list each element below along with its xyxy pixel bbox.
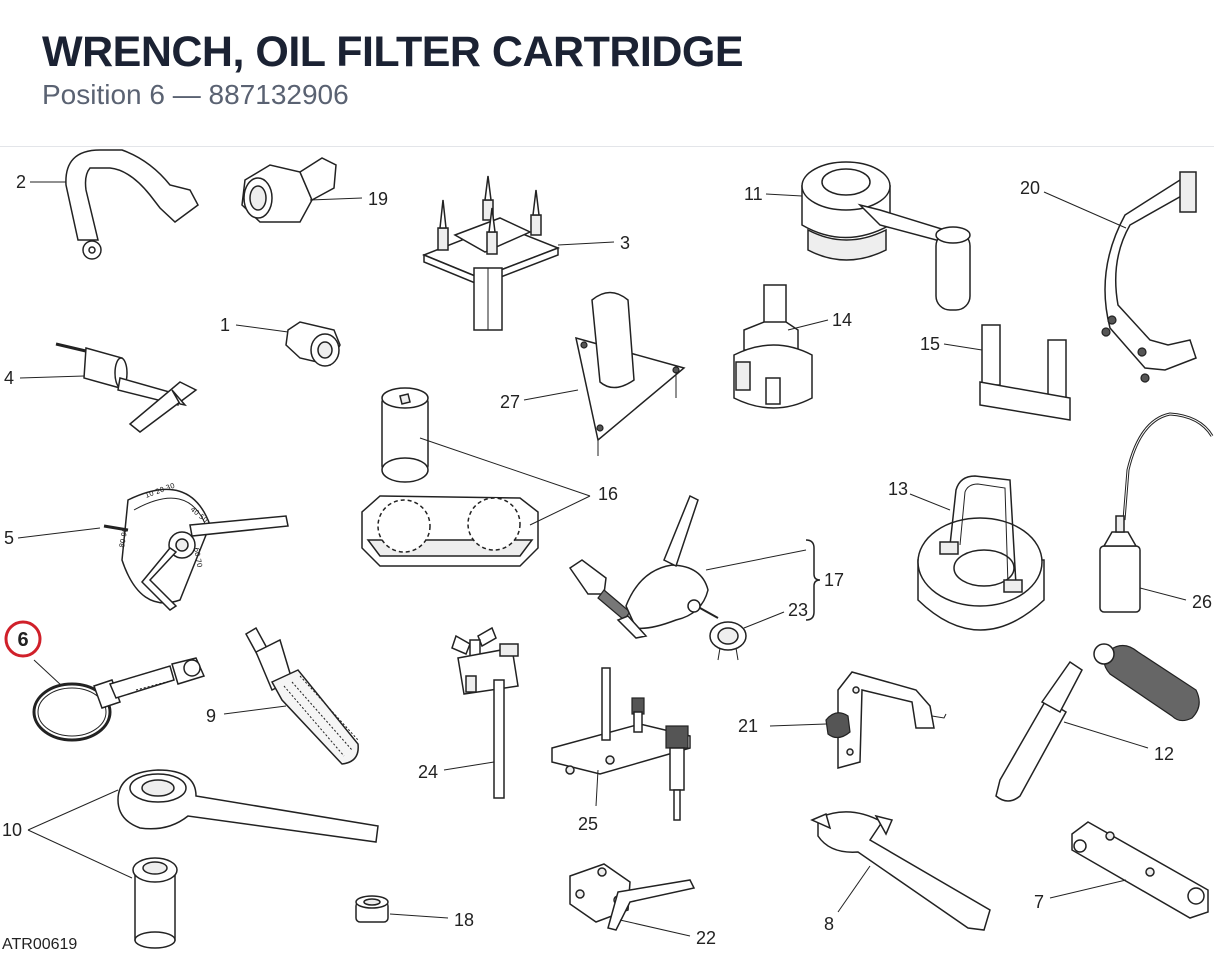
callout-23: 23 [788,600,808,620]
part-26-oiler-bottle [1099,412,1214,613]
part-12-grip-tool [995,643,1200,802]
part-2-angled-wrench [65,149,199,260]
part-21-knob-bracket [825,671,947,769]
callout-14: 14 [832,310,852,330]
callout-10: 10 [2,820,22,840]
header-divider [0,146,1214,147]
callout-21: 21 [738,716,758,736]
part-4-puller-t-handle [55,342,198,433]
part-22-hub-fixture [569,863,696,931]
part-19-socket [241,157,337,223]
callout-5: 5 [4,528,14,548]
dial-mark-0: 80 90 [118,527,129,548]
callout-11: 11 [744,184,763,204]
callout-8: 8 [824,914,834,934]
callout-27: 27 [500,392,520,412]
callout-25: 25 [578,814,598,834]
callout-2: 2 [16,172,26,192]
part-25-knob-fixture [551,667,691,821]
callout-26: 26 [1192,592,1212,612]
part-5-degree-dial: 80 90 10 20 30 40 50 60 70 [103,482,289,611]
callout-9: 9 [206,706,216,726]
part-7-flat-bracket [1071,821,1209,919]
part-24-clamp-stand [451,626,519,799]
callout-7: 7 [1034,892,1044,912]
drawing-reference: ATR00619 [2,936,78,953]
part-14-bushing-puller [733,284,813,409]
part-6-oil-filter-wrench [32,657,206,742]
callout-6-highlight-ring [4,620,42,658]
part-13-handled-ring [917,475,1045,631]
page-header: WRENCH, OIL FILTER CARTRIDGE Position 6 … [42,26,744,112]
callout-18: 18 [454,910,474,930]
page-subtitle: Position 6 — 887132906 [42,79,349,110]
part-15-bracket-frame [979,324,1071,421]
part-20-curved-frame [1101,171,1197,383]
callout-22: 22 [696,928,716,948]
callout-16: 16 [598,484,618,504]
part-27-plate-handle [575,291,686,456]
callout-4: 4 [4,368,14,388]
part-18-small-nut [355,895,389,923]
part-16-splined-plate [361,387,539,567]
part-17-lever-tool [568,494,719,639]
part-3-pin-fixture [421,175,561,331]
callout-12: 12 [1154,744,1174,764]
callout-3: 3 [620,233,630,253]
callout-24: 24 [418,762,438,782]
part-1-small-socket [285,321,341,367]
part-9-screwdriver [244,626,359,765]
callout-1: 1 [220,315,230,335]
part-8-hook-spanner [810,811,991,931]
callout-13: 13 [888,479,908,499]
page-title: WRENCH, OIL FILTER CARTRIDGE [42,28,744,76]
callout-6: 6 [17,629,28,651]
part-11-holder-arm [801,161,971,311]
callout-20: 20 [1020,178,1040,198]
part-23-pin-disc [709,621,747,661]
callout-17: 17 [824,570,844,590]
callout-19: 19 [368,189,388,209]
dial-mark-3: 60 70 [192,547,203,568]
callout-15: 15 [920,334,940,354]
part-10-ring-wrench [117,769,379,949]
